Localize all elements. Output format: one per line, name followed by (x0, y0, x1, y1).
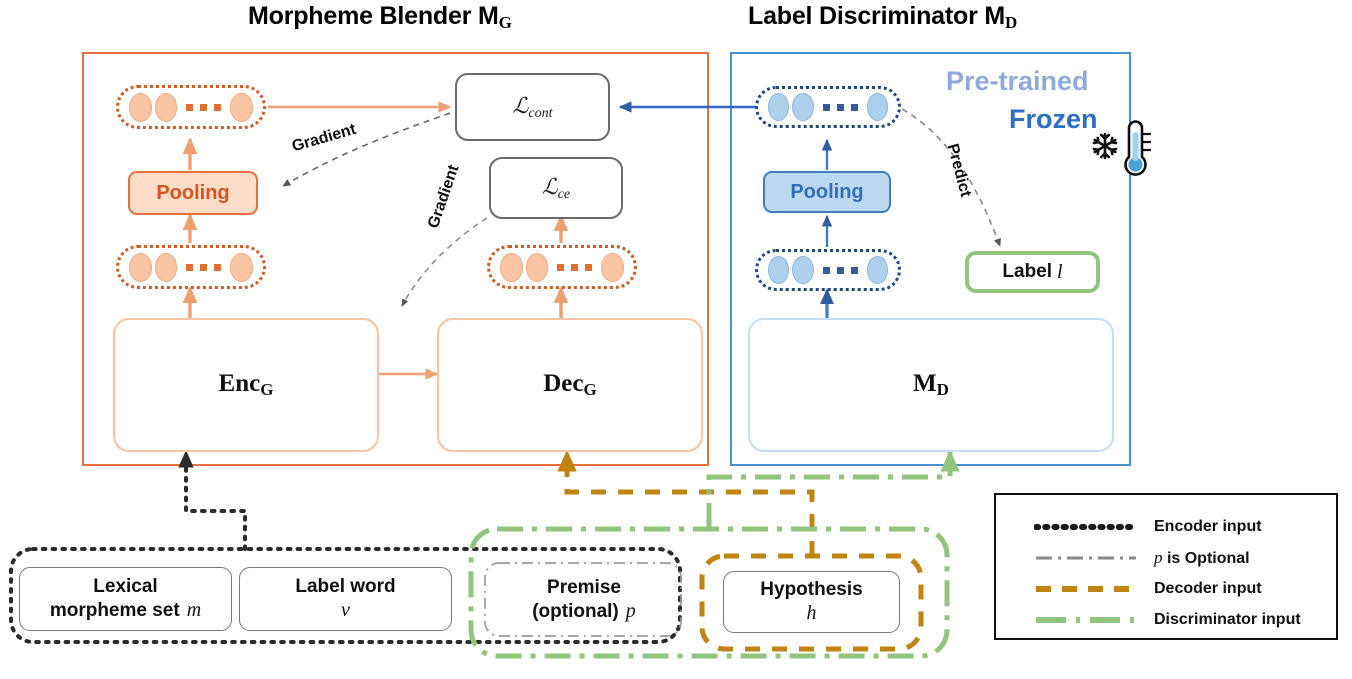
token-circle (866, 93, 888, 121)
token-circle (792, 93, 814, 121)
ellipsis-dots (557, 263, 593, 271)
label-output-text: Label (1002, 261, 1053, 282)
input-symbol: p (625, 600, 636, 623)
input-line1: Hypothesis (760, 578, 863, 600)
token-circle (768, 93, 790, 121)
snowflake-icon (1090, 131, 1120, 161)
decoder-output-tokens (487, 245, 637, 289)
encoder-input-path (178, 450, 247, 551)
legend-row-p-is-optional: p is Optional (1034, 542, 1336, 573)
encoder-output-tokens (116, 245, 266, 289)
input-line2-row: v (341, 598, 350, 623)
discriminator-model-label: MD (913, 370, 949, 399)
token-circle (866, 256, 888, 284)
ellipsis-dots (186, 263, 222, 271)
input-lexical-morpheme-set[interactable]: Lexical morpheme set m (19, 567, 232, 631)
input-line1: Label word (295, 575, 396, 597)
legend-label-decoder-input: Decoder input (1154, 579, 1262, 597)
optional-line-icon (1034, 551, 1138, 565)
generator-pooling[interactable]: Pooling (128, 171, 258, 215)
input-label-word[interactable]: Label word v (239, 567, 452, 631)
input-line1: Lexical (93, 575, 158, 597)
ellipsis-dots (822, 103, 858, 111)
legend-row-decoder-input: Decoder input (1034, 573, 1336, 604)
token-circle (154, 252, 178, 282)
discriminator-pooled-tokens (755, 86, 901, 128)
input-line2-row: h (807, 601, 817, 626)
encoder-block[interactable]: EncG (113, 318, 379, 452)
input-hypothesis[interactable]: Hypothesis h (723, 571, 900, 633)
discriminator-title-text: Label Discriminator M (748, 2, 1005, 30)
legend-label-encoder-input: Encoder input (1154, 517, 1262, 535)
encoder-input-line-icon (1033, 520, 1139, 534)
loss-contrastive-box[interactable]: ℒcont (455, 73, 610, 141)
input-line1: Premise (547, 576, 621, 598)
token-circle (601, 252, 625, 282)
token-circle (154, 92, 178, 122)
legend-label-p-is-optional: p is Optional (1154, 547, 1250, 567)
discriminator-pooling[interactable]: Pooling (763, 171, 891, 213)
legend-row-encoder-input: Encoder input (1033, 511, 1336, 542)
loss-crossentropy-label: ℒce (541, 173, 571, 202)
generator-title: Morpheme Blender MG (248, 2, 512, 33)
decoder-block[interactable]: DecG (437, 318, 703, 452)
decoder-input-path (557, 449, 815, 556)
discriminator-output-tokens (755, 249, 901, 291)
input-symbol: v (341, 599, 350, 622)
discriminator-title: Label Discriminator MD (748, 2, 1017, 33)
token-circle (768, 256, 790, 284)
token-circle (230, 92, 254, 122)
token-circle (525, 252, 549, 282)
input-symbol: m (186, 599, 202, 622)
generator-pooled-tokens (116, 85, 266, 129)
token-circle (129, 252, 152, 282)
discriminator-pooling-label: Pooling (790, 180, 864, 203)
legend-box: Encoder input p is Optional Decoder inpu… (994, 493, 1338, 640)
loss-crossentropy-box[interactable]: ℒce (489, 157, 623, 219)
input-line2: (optional) (532, 601, 619, 623)
pretrained-text: Pre-trained (946, 66, 1089, 96)
discriminator-title-subscript: D (1004, 13, 1018, 32)
generator-pooling-label: Pooling (156, 181, 230, 204)
frozen-text: Frozen (1009, 104, 1098, 134)
token-circle (230, 252, 254, 282)
ellipsis-dots (822, 266, 858, 274)
generator-title-subscript: G (498, 13, 512, 32)
legend-label-discriminator-input: Discriminator input (1154, 610, 1301, 628)
morpheme-blender-frame (82, 52, 709, 466)
generator-title-text: Morpheme Blender M (248, 2, 499, 30)
legend-row-discriminator-input: Discriminator input (1034, 604, 1336, 635)
token-circle (792, 256, 814, 284)
token-circle (129, 92, 152, 122)
token-circle (500, 252, 523, 282)
loss-contrastive-label: ℒcont (512, 92, 553, 121)
thermometer-icon (1118, 116, 1152, 180)
input-premise[interactable]: Premise (optional) p (500, 572, 668, 628)
input-symbol: h (806, 602, 817, 625)
input-line2: morpheme set (49, 600, 180, 622)
input-line2-row: morpheme set m (50, 598, 201, 623)
label-output-symbol: l (1057, 260, 1063, 283)
decoder-block-label: DecG (543, 370, 597, 399)
discriminator-model-block[interactable]: MD (748, 318, 1114, 452)
discriminator-input-line-icon (1034, 613, 1138, 627)
ellipsis-dots (186, 103, 222, 111)
encoder-block-label: EncG (218, 370, 274, 399)
decoder-input-line-icon (1034, 582, 1138, 596)
input-line2-row: (optional) p (532, 599, 636, 624)
